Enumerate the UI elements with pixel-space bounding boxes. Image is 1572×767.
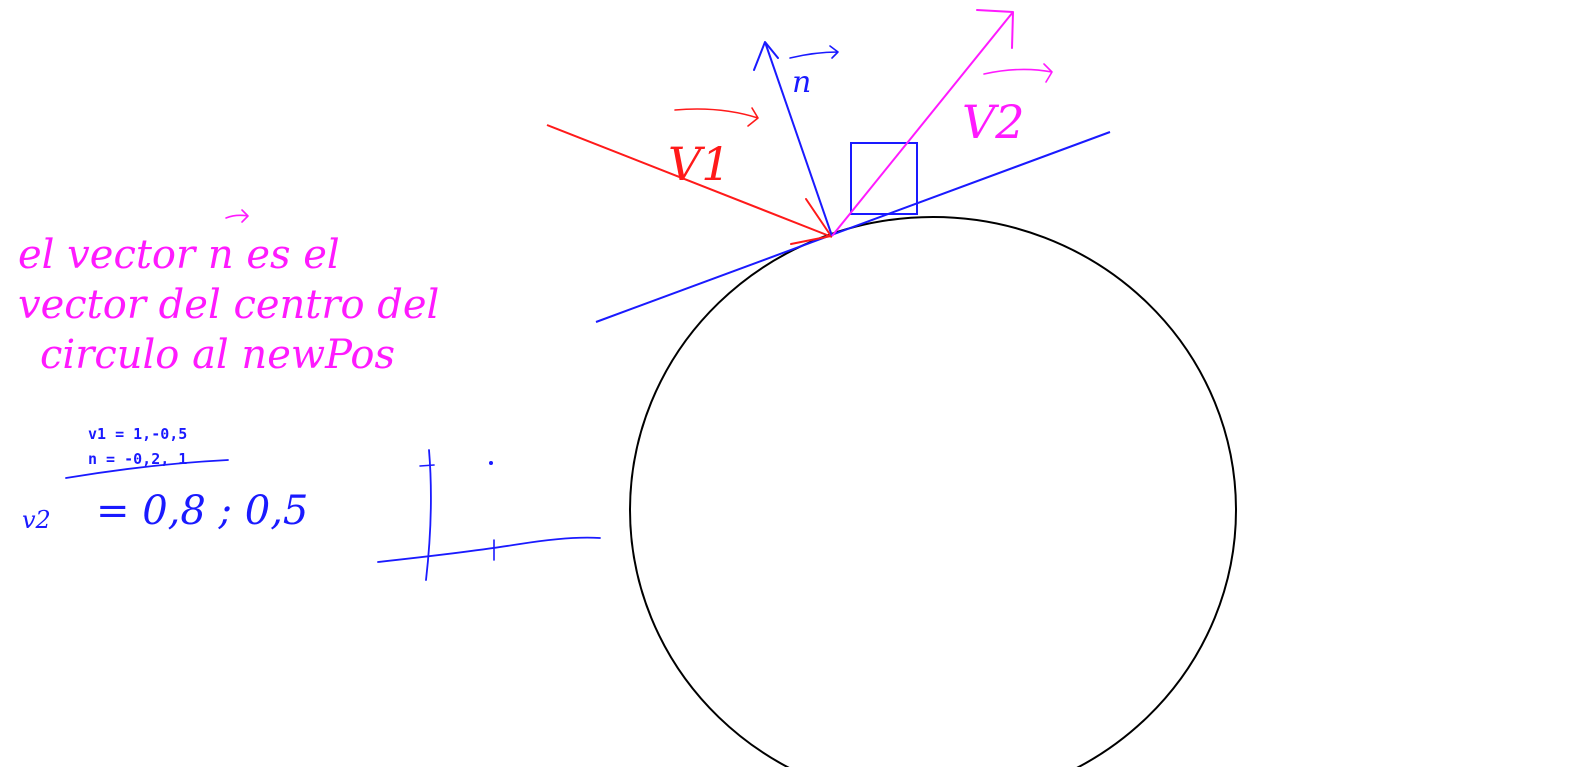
v1-over-arrow-icon [674,107,759,127]
x-axis-stroke [377,536,601,563]
normal-arrowhead-icon [753,41,779,71]
reflected-vector-label: V2 [962,95,1025,149]
reflected-vector-line [831,11,1014,237]
incident-vector-line [546,124,833,238]
incident-arrowhead-icon [790,198,832,245]
note-line-2: vector del centro del [18,282,439,328]
tangent-line [595,131,1111,323]
v2-result-label: v2 [22,506,51,534]
y-tick-stroke [419,464,435,467]
reflected-arrowhead-icon [976,9,1014,49]
note-line-1: el vector n es el [18,232,340,278]
underline-stroke [65,459,229,479]
note-line-3: circulo al newPos [40,332,395,378]
n-over-arrow-icon [789,45,839,59]
coordinate-axes-sketch [377,449,601,581]
normal-vector-line [764,41,833,237]
circle [629,216,1237,767]
plotted-point [489,461,493,465]
handwritten-note: el vector n es el vector del centro del … [18,209,439,378]
y-axis-stroke [425,449,432,581]
note-n-over-arrow-icon [225,209,249,223]
v1-value-text: v1 = 1,-0,5 [88,425,187,443]
n-value-text: n = -0,2, 1 [88,450,187,468]
v2-over-arrow-icon [983,63,1053,83]
right-angle-square-icon [850,142,918,215]
v2-result-value: = 0,8 ; 0,5 [96,488,308,534]
incident-vector-label: V1 [668,137,731,191]
normal-vector-label: n [792,65,811,100]
